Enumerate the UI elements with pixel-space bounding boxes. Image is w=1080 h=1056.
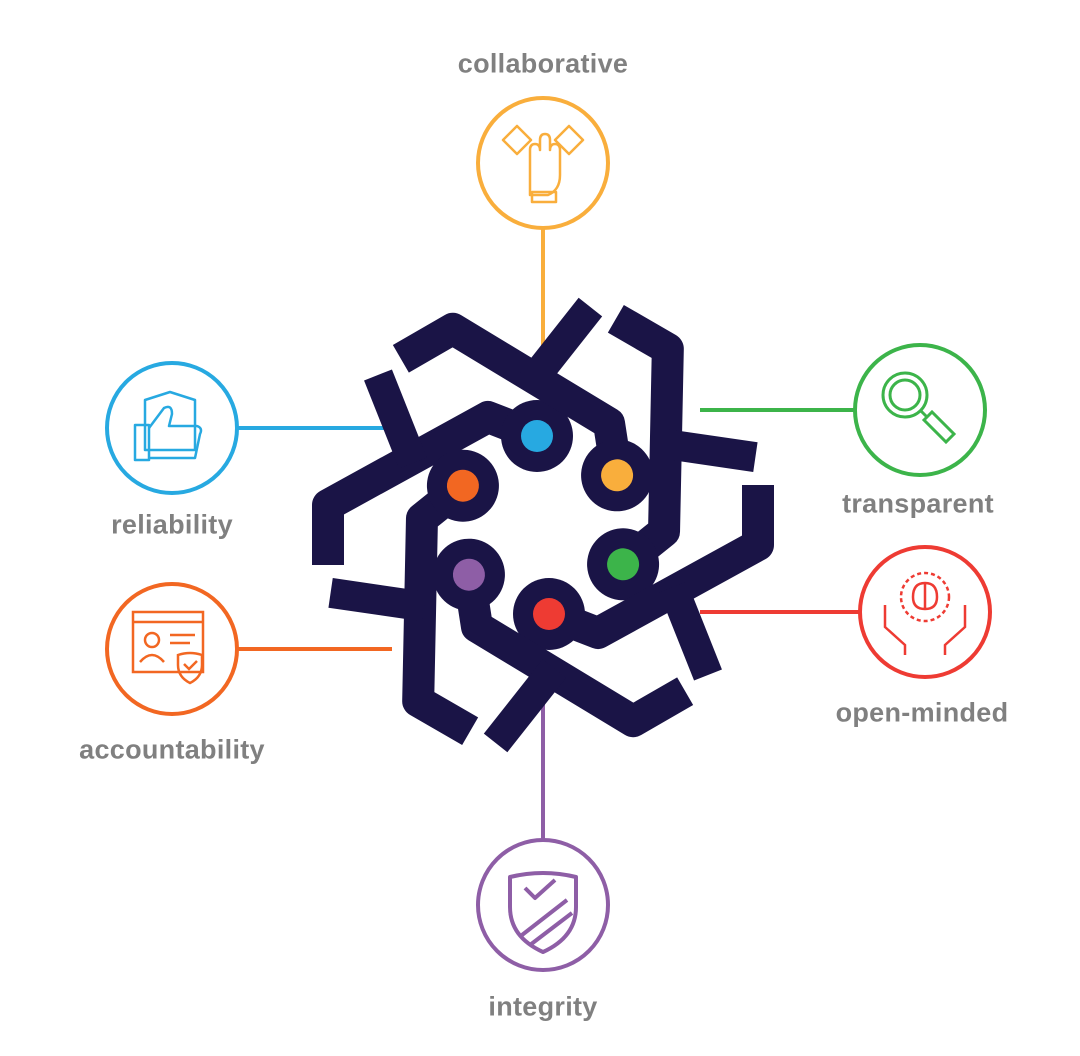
label-open-minded: open-minded	[835, 697, 1009, 728]
label-integrity: integrity	[488, 991, 598, 1022]
logo-arm	[432, 538, 694, 753]
logo-arm	[513, 485, 774, 681]
thumbs-up-icon	[133, 390, 203, 462]
logo-dot	[601, 459, 634, 492]
shield-check-icon	[508, 871, 578, 954]
central-logo	[312, 297, 774, 753]
logo-dot	[446, 469, 479, 502]
label-accountability: accountability	[79, 734, 265, 765]
logo-arm	[328, 449, 499, 746]
magnifier-icon	[881, 371, 957, 445]
label-collaborative: collaborative	[457, 48, 629, 79]
logo-dot	[452, 558, 485, 591]
logo-dot	[533, 598, 565, 630]
open-minded-badge	[858, 545, 992, 679]
logo-dot	[521, 420, 553, 452]
logo-arm	[392, 297, 654, 512]
label-reliability: reliability	[111, 509, 233, 540]
logo-dot	[607, 548, 640, 581]
integrity-badge	[476, 838, 610, 972]
profile-shield-icon	[131, 610, 205, 685]
logo-arm	[312, 369, 573, 565]
brain-hands-icon	[883, 571, 967, 655]
transparent-badge	[853, 343, 987, 477]
logo-arm	[587, 304, 758, 601]
reliability-badge	[105, 361, 239, 495]
collaborative-badge	[476, 96, 610, 230]
label-transparent: transparent	[842, 488, 994, 519]
handshake-icon	[501, 124, 585, 204]
accountability-badge	[105, 582, 239, 716]
